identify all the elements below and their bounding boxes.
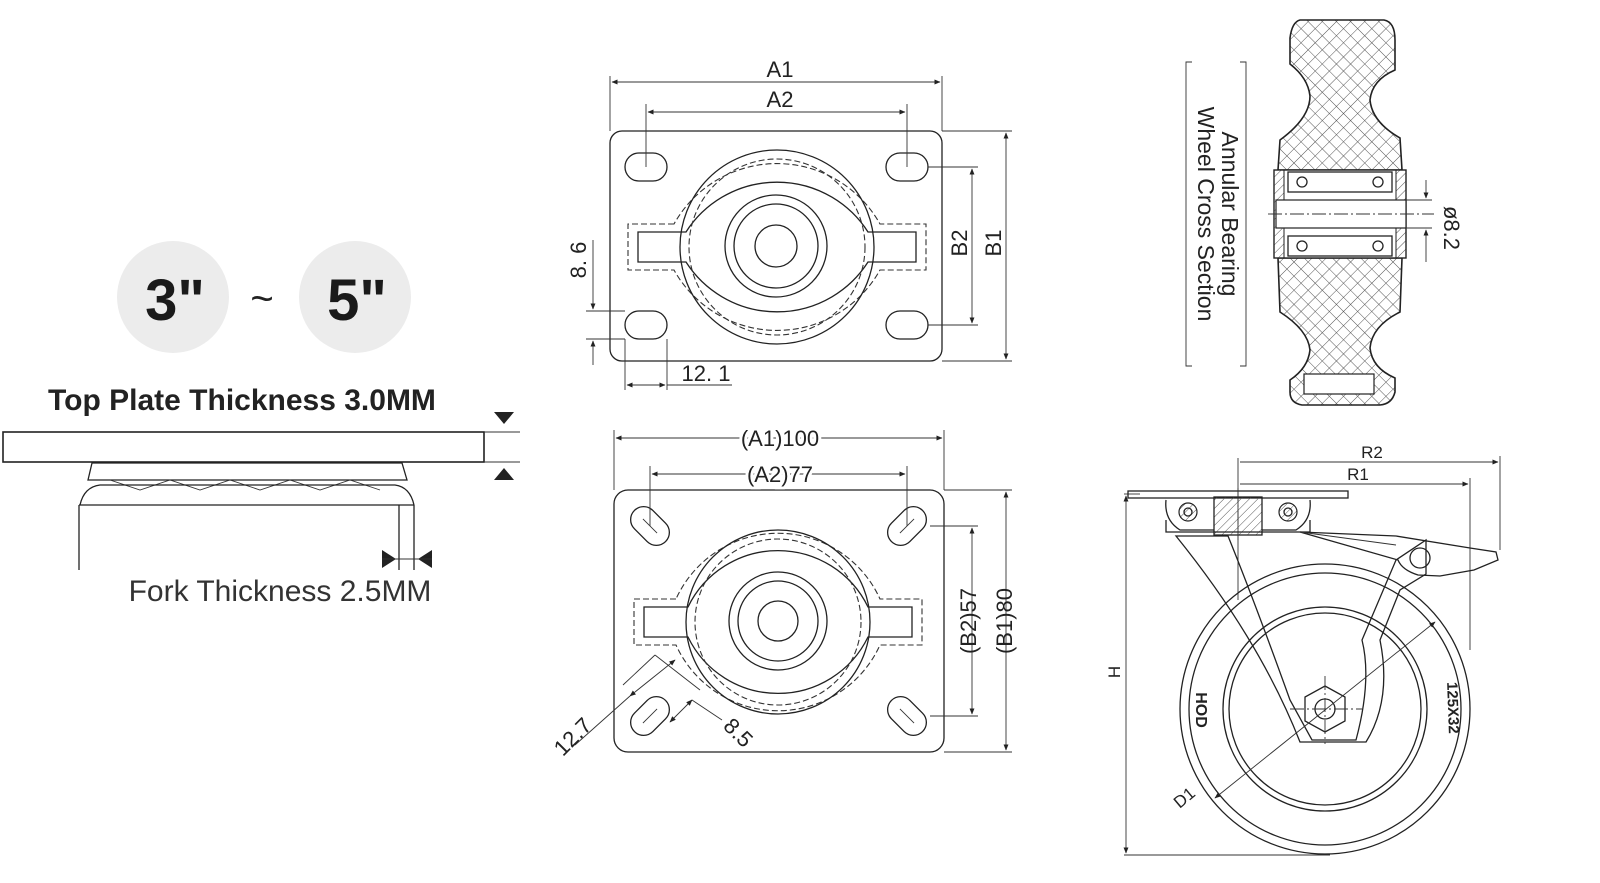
plate-example-view: (A1)100 (A2)77 (B1)80 (B2)57 12.7 8.5 [549, 423, 1017, 761]
top-plate-slot-height: 8. 6 [566, 242, 591, 279]
tyre-size: 125X32 [1443, 682, 1462, 734]
fork-label: Fork Thickness 2.5MM [129, 575, 432, 608]
bearing-label-line2: Wheel Cross Section [1193, 107, 1219, 322]
wheel-outer [1179, 563, 1471, 855]
top-plate-a2: A2 [767, 87, 794, 112]
example-slot-width: 8.5 [719, 713, 758, 752]
badge-large-text: 5" [327, 268, 387, 333]
example-b2: (B2)57 [956, 588, 981, 654]
thickness-arrow-top [494, 412, 514, 424]
top-plate-label: Top Plate Thickness 3.0MM [48, 384, 436, 417]
tyre-section [1277, 19, 1403, 171]
top-plate-section [2, 431, 485, 463]
side-r1: R1 [1347, 465, 1369, 484]
top-plate-slot-width: 12. 1 [682, 361, 731, 386]
badge-small-text: 3" [145, 268, 205, 333]
top-plate-a1: A1 [767, 57, 794, 82]
axle-diameter: ø8.2 [1439, 206, 1464, 250]
badge-large-circle [299, 241, 411, 353]
badge-separator: ~ [250, 277, 273, 321]
example-a1: (A1)100 [741, 426, 819, 451]
top-plate-b2: B2 [947, 230, 972, 257]
top-plate-view: A1 A2 B1 B2 8. 6 12. 1 [566, 57, 1012, 390]
thickness-section: Top Plate Thickness 3.0MM Fork Thickness… [2, 384, 520, 608]
example-b1: (B1)80 [992, 588, 1017, 654]
top-plate-b1: B1 [981, 230, 1006, 257]
example-slot-length: 12.7 [549, 713, 597, 761]
example-a2: (A2)77 [747, 462, 813, 487]
badge-small-circle [117, 241, 229, 353]
side-height: H [1105, 666, 1124, 678]
side-r2: R2 [1361, 443, 1383, 462]
caster-side-view: R2 R1 H D1 [1105, 443, 1501, 856]
size-badges: 3" ~ 5" [117, 241, 411, 353]
wheel-cross-section: Annular Bearing Wheel Cross Section ø8.2 [1185, 19, 1464, 406]
tyre-brand: HOD [1192, 692, 1209, 728]
label-bracket [1185, 61, 1192, 367]
side-diameter: D1 [1170, 784, 1199, 813]
bearing-label-line1: Annular Bearing [1217, 132, 1243, 297]
thickness-arrow-bottom [494, 468, 514, 480]
